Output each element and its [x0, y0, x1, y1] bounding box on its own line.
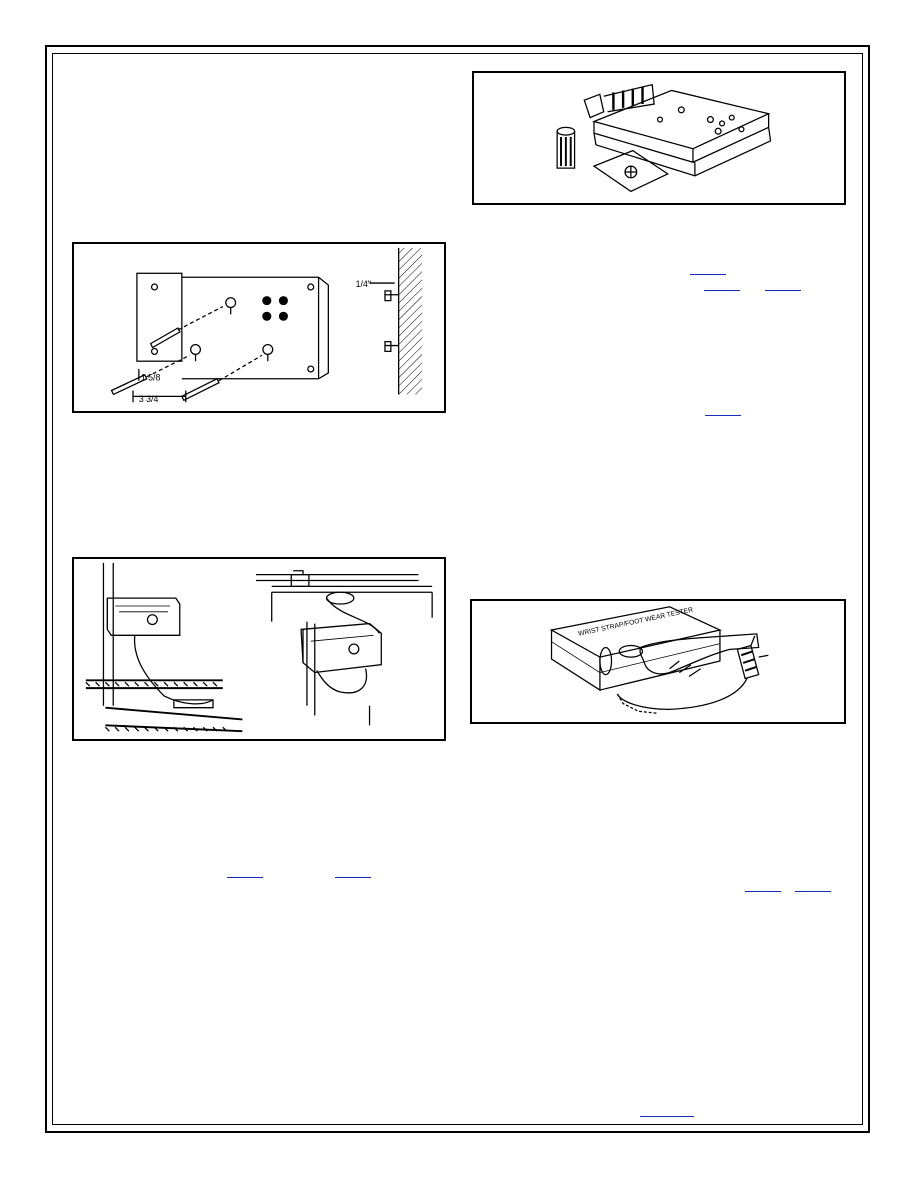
cross-reference-link[interactable] — [765, 289, 801, 291]
cross-reference-link[interactable] — [704, 289, 740, 291]
page-inner-border — [52, 53, 863, 1125]
wrist-test-illustration: WRIST STRAP/FOOT WEAR TESTER — [549, 606, 769, 714]
wall-mount-illustration: 1/4" 1 5/8 3 3/4 — [110, 247, 423, 404]
cross-reference-link[interactable] — [745, 890, 781, 892]
cross-reference-link[interactable] — [795, 890, 831, 892]
figure-wrist-test: WRIST STRAP/FOOT WEAR TESTER — [470, 599, 846, 724]
tester-kit-illustration — [556, 83, 772, 193]
cross-reference-link[interactable] — [227, 876, 263, 878]
dimension-b: 3 3/4 — [139, 394, 159, 404]
wrist-test-lid-text: WRIST STRAP/FOOT WEAR TESTER — [578, 607, 694, 638]
cross-reference-link[interactable] — [640, 1115, 694, 1117]
figure-tester-kit — [472, 71, 846, 205]
dimension-a: 1 5/8 — [141, 373, 161, 383]
cross-reference-link[interactable] — [690, 273, 726, 275]
dimension-quarter-inch: 1/4" — [356, 279, 371, 289]
cross-reference-link[interactable] — [705, 414, 741, 416]
figure-wall-mount: 1/4" 1 5/8 3 3/4 — [72, 242, 446, 413]
figure-installed — [72, 557, 446, 741]
cross-reference-link[interactable] — [335, 876, 371, 878]
page-outer-border — [45, 45, 870, 1133]
installed-illustration — [85, 562, 433, 733]
